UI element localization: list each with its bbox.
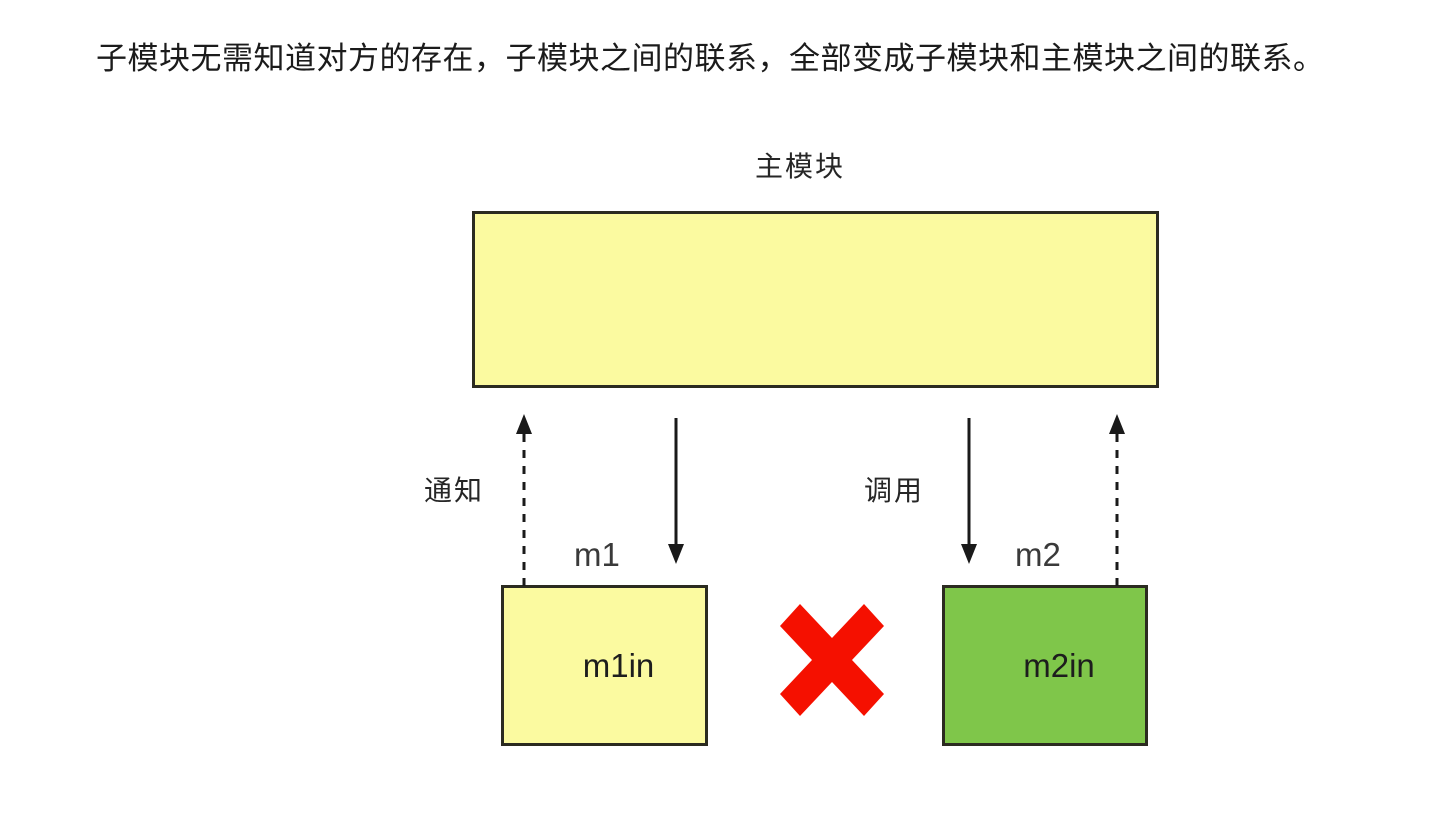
submodule-m1in-box: m1in	[501, 585, 708, 746]
submodule-m2-label: m2	[1015, 536, 1061, 573]
submodule-m2in-box: m2in	[942, 585, 1148, 746]
submodule-m1in-text: m1in	[582, 646, 655, 684]
main-module-box	[472, 211, 1159, 388]
arrow-m2-to-main-up	[1109, 414, 1125, 586]
red-cross-mark-icon	[780, 604, 884, 716]
main-module-label: 主模块	[755, 151, 846, 182]
arrow-invoke-main-to-m2-down	[961, 418, 977, 564]
submodule-m2in-text: m2in	[1023, 646, 1095, 684]
submodule-m1-label: m1	[574, 536, 620, 573]
arrow-notify-m1-up	[516, 414, 532, 586]
invoke-connection-label: 调用	[864, 475, 925, 506]
arrow-main-to-m1-down	[668, 418, 684, 564]
page-title: 子模块无需知道对方的存在，子模块之间的联系，全部变成子模块和主模块之间的联系。	[96, 41, 1325, 76]
notify-connection-label: 通知	[424, 475, 485, 506]
